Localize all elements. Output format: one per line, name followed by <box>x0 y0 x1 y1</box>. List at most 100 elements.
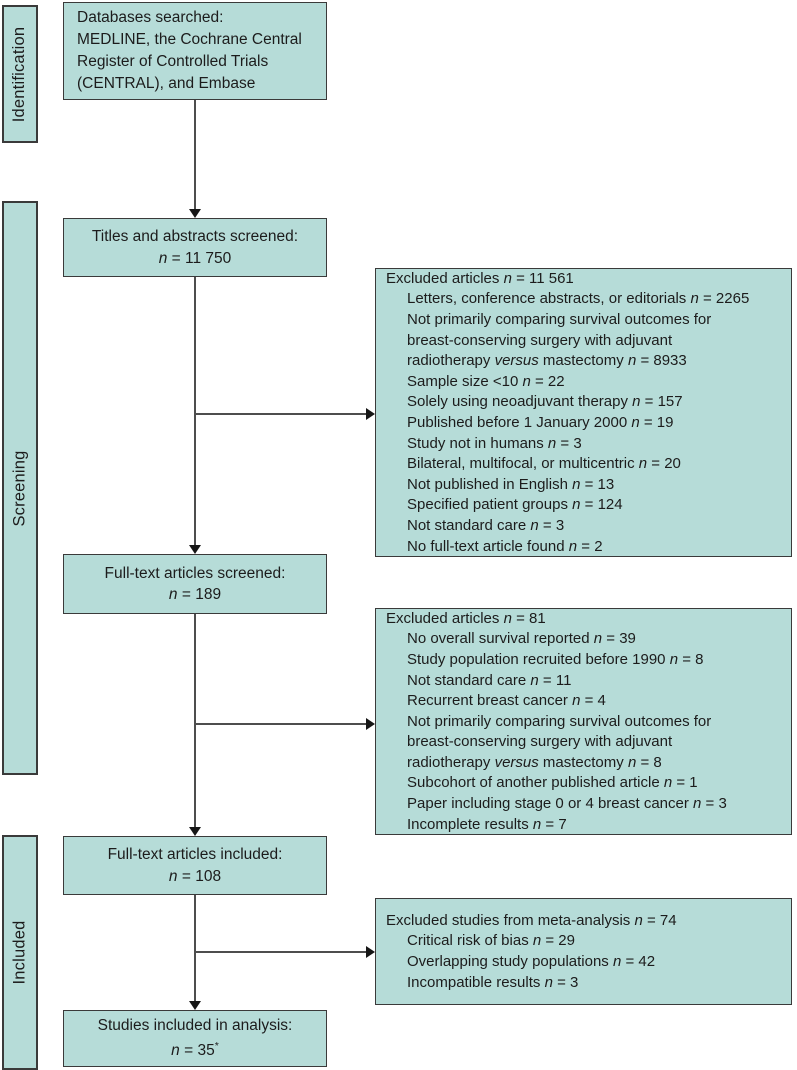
text-segment: Studies included in analysis: <box>97 1016 293 1034</box>
text-line: Letters, conference abstracts, or editor… <box>386 289 785 310</box>
text-segment: Recurrent breast cancer <box>407 692 573 710</box>
text-segment: Solely using neoadjuvant therapy <box>407 393 633 411</box>
text-segment: n <box>638 455 648 473</box>
text-segment: Sample size <10 <box>407 372 523 390</box>
text-line: Not primarily comparing survival outcome… <box>386 310 785 331</box>
connector-fulltext-screened-to-included <box>194 614 196 828</box>
text-segment: n <box>158 249 168 267</box>
text-line: Titles and abstracts screened: <box>64 226 326 248</box>
stage-label-included: Included <box>10 920 29 985</box>
arrowhead-right-icon <box>366 946 375 958</box>
text-line: Not standard care n = 11 <box>386 671 785 692</box>
text-line: Paper including stage 0 or 4 breast canc… <box>386 794 785 815</box>
text-segment: = 3 <box>552 973 579 991</box>
text-segment: n <box>627 753 637 771</box>
connector-titles-to-fulltext-screened <box>194 277 196 546</box>
text-segment: = 2 <box>577 537 603 555</box>
text-segment: mastectomy <box>538 352 628 370</box>
text-segment: n <box>168 867 178 885</box>
text-segment: = 81 <box>511 609 546 627</box>
text-segment: Overlapping study populations <box>407 953 613 970</box>
text-line: Databases searched: <box>77 7 326 29</box>
text-segment: breast-conserving surgery with adjuvant <box>407 733 673 751</box>
text-line: radiotherapy versus mastectomy n = 8 <box>386 753 785 774</box>
box-excluded-meta-analysis: Excluded studies from meta-analysis n = … <box>375 898 792 1005</box>
text-line: Subcohort of another published article n… <box>386 773 785 794</box>
text-segment: = 108 <box>177 867 222 885</box>
text-segment: n <box>631 414 640 431</box>
text-segment: versus <box>494 352 539 370</box>
text-segment: n <box>168 586 178 603</box>
text-line: Recurrent breast cancer n = 4 <box>386 691 785 712</box>
text-line: Study population recruited before 1990 n… <box>386 650 785 671</box>
text-segment: No overall survival reported <box>407 630 594 648</box>
text-segment: = 39 <box>602 630 636 648</box>
text-segment: n <box>693 795 702 813</box>
text-segment: = 19 <box>639 414 674 431</box>
text-line: Overlapping study populations n = 42 <box>386 952 785 973</box>
text-segment: = 7 <box>541 815 567 833</box>
text-segment: n <box>171 1042 180 1060</box>
text-segment: radiotherapy <box>407 753 495 771</box>
text-segment: (CENTRAL), and Embase <box>77 75 256 92</box>
text-segment: Published before 1 January 2000 <box>407 414 632 431</box>
text-line: Critical risk of bias n = 29 <box>386 931 785 952</box>
arrowhead-right-icon <box>366 408 375 420</box>
arrowhead-down-icon <box>189 827 201 836</box>
text-segment: = 20 <box>647 455 681 473</box>
text-line: Solely using neoadjuvant therapy n = 157 <box>386 392 785 413</box>
text-line: Excluded articles n = 11 561 <box>386 269 785 290</box>
text-segment: n <box>572 496 581 514</box>
text-segment: Letters, conference abstracts, or editor… <box>407 290 691 308</box>
text-line: Studies included in analysis: <box>64 1015 326 1037</box>
text-line: Bilateral, multifocal, or multicentric n… <box>386 454 785 475</box>
text-line: Specified patient groups n = 124 <box>386 495 785 516</box>
text-line: Study not in humans n = 3 <box>386 434 785 455</box>
box-studies-included-analysis: Studies included in analysis: n = 35* <box>63 1010 327 1067</box>
box-fulltext-screened: Full-text articles screened:n = 189 <box>63 554 327 614</box>
text-segment: mastectomy <box>538 753 628 771</box>
connector-fulltext-included-to-studies <box>194 895 196 1002</box>
text-line: No full-text article found n = 2 <box>386 537 785 558</box>
connector-branch-excluded-fulltext <box>195 723 366 725</box>
text-segment: n <box>547 434 557 452</box>
text-line: Published before 1 January 2000 n = 19 <box>386 413 785 434</box>
text-line: (CENTRAL), and Embase <box>77 73 326 95</box>
text-segment: n <box>503 269 512 287</box>
text-segment: n <box>634 911 643 929</box>
text-segment: = 3 <box>556 434 582 452</box>
text-segment: = 29 <box>541 932 575 950</box>
text-segment: = 189 <box>177 586 222 603</box>
stage-bar-screening: Screening <box>2 201 38 775</box>
text-line: radiotherapy versus mastectomy n = 8933 <box>386 351 785 372</box>
stage-label-screening: Screening <box>10 449 29 527</box>
text-segment: Incompatible results <box>407 973 545 991</box>
text-segment: breast-conserving surgery with adjuvant <box>407 331 673 349</box>
arrowhead-down-icon <box>189 209 201 218</box>
text-segment: n <box>663 774 673 792</box>
text-line: No overall survival reported n = 39 <box>386 629 785 650</box>
text-segment: No full-text article found <box>407 537 569 555</box>
text-line: Sample size <10 n = 22 <box>386 372 785 393</box>
text-segment: Excluded articles <box>386 609 504 627</box>
text-segment: = 74 <box>642 911 677 929</box>
text-segment: Not primarily comparing survival outcome… <box>407 712 712 730</box>
box-fulltext-included: Full-text articles included:n = 108 <box>63 836 327 895</box>
text-segment: = 8 <box>636 753 662 771</box>
text-segment: = 1 <box>672 774 698 792</box>
text-line: n = 35* <box>64 1036 326 1062</box>
text-segment: Critical risk of bias <box>407 932 533 950</box>
text-segment: = 3 <box>701 795 727 813</box>
text-segment: n <box>572 692 581 710</box>
text-segment: Not standard care <box>407 671 531 689</box>
text-segment: Not published in English <box>407 475 573 493</box>
text-line: Full-text articles screened: <box>64 563 326 585</box>
arrowhead-right-icon <box>366 718 375 730</box>
text-segment: Specified patient groups <box>407 496 573 514</box>
text-segment: = 8 <box>678 650 704 668</box>
text-segment: MEDLINE, the Cochrane Central <box>77 31 302 48</box>
text-segment: versus <box>494 753 539 771</box>
text-segment: = 42 <box>621 953 656 970</box>
